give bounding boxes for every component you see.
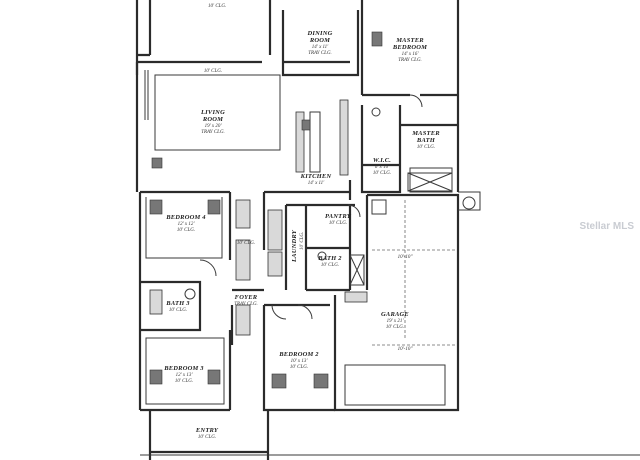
bedroom4-dims: 12' x 12' xyxy=(178,222,196,227)
dining-label-2: ROOM xyxy=(309,37,330,44)
bedroom3-ceiling: 10' CLG. xyxy=(175,379,193,384)
kitchen-dims: 14' x 11' xyxy=(308,181,325,186)
living-room-label: LIVING xyxy=(200,109,225,116)
master-bedroom-dims: 14' x 16' xyxy=(402,52,420,57)
garage-dims: 19' x 21' xyxy=(387,319,405,324)
wic-ceiling: 10' CLG. xyxy=(373,171,391,176)
living-top-ceiling: 10' CLG. xyxy=(204,69,222,74)
entry-ceiling: 10' CLG. xyxy=(198,435,216,440)
dining-dims: 14' x 11' xyxy=(312,45,329,50)
garage-ceiling: 10' CLG. xyxy=(386,325,404,330)
garage-label: GARAGE xyxy=(381,311,409,318)
master-bedroom-label: MASTER xyxy=(395,37,424,44)
garage-dim-bottom: 10'-10" xyxy=(398,347,414,352)
foyer-ceiling: TRAY CLG. xyxy=(234,302,258,307)
master-bath-label-2: BATH xyxy=(416,137,436,144)
laundry-ceiling: 10' CLG. xyxy=(300,232,305,250)
foyer-label: FOYER xyxy=(235,294,258,301)
wic-label: W.I.C. xyxy=(373,157,391,164)
master-bath-label: MASTER xyxy=(411,130,440,137)
bath3-label: BATH 3 xyxy=(165,300,190,307)
bath2-ceiling: 10' CLG. xyxy=(321,263,339,268)
bedroom4-ceiling: 10' CLG. xyxy=(177,228,195,233)
living-room-ceiling: TRAY CLG. xyxy=(201,130,225,135)
room-labels: 10' CLG. DINING ROOM 14' x 11' TRAY CLG.… xyxy=(163,4,440,440)
laundry-label: LAUNDRY xyxy=(291,229,298,263)
bedroom4-label: BEDROOM 4 xyxy=(165,214,206,221)
master-bedroom-label-2: BEDROOM xyxy=(392,44,427,51)
dining-label: DINING xyxy=(306,30,332,37)
bath2-label: BATH 2 xyxy=(317,255,342,262)
living-room-dims: 19' x 20' xyxy=(205,124,223,129)
kitchen-label: KITCHEN xyxy=(300,173,332,180)
master-bedroom-ceiling: TRAY CLG. xyxy=(398,58,422,63)
fixtures xyxy=(149,31,476,389)
bedroom2-ceiling: 10' CLG. xyxy=(290,365,308,370)
pantry-ceiling: 10' CLG. xyxy=(329,221,347,226)
master-bath-ceiling: 10' CLG. xyxy=(417,145,435,150)
living-room-label-2: ROOM xyxy=(202,116,223,123)
garage-dim-top: 10'-10" xyxy=(398,255,414,260)
pantry-label: PANTRY xyxy=(325,213,352,220)
top-left-ceiling: 10' CLG. xyxy=(208,4,226,9)
bedroom2-label: BEDROOM 2 xyxy=(278,351,319,358)
entry-label: ENTRY xyxy=(195,427,219,434)
bath3-ceiling: 10' CLG. xyxy=(169,308,187,313)
hall-ceiling: 10' CLG. xyxy=(237,241,255,246)
watermark-text: Stellar MLS xyxy=(579,221,634,232)
bedroom3-label: BEDROOM 3 xyxy=(163,365,204,372)
dining-ceiling: TRAY CLG. xyxy=(308,51,332,56)
bedroom3-dims: 12' x 13' xyxy=(176,373,194,378)
walls xyxy=(135,0,640,460)
wic-dims: 6' x 10' xyxy=(375,165,390,170)
bedroom2-dims: 10' x 13' xyxy=(291,359,309,364)
